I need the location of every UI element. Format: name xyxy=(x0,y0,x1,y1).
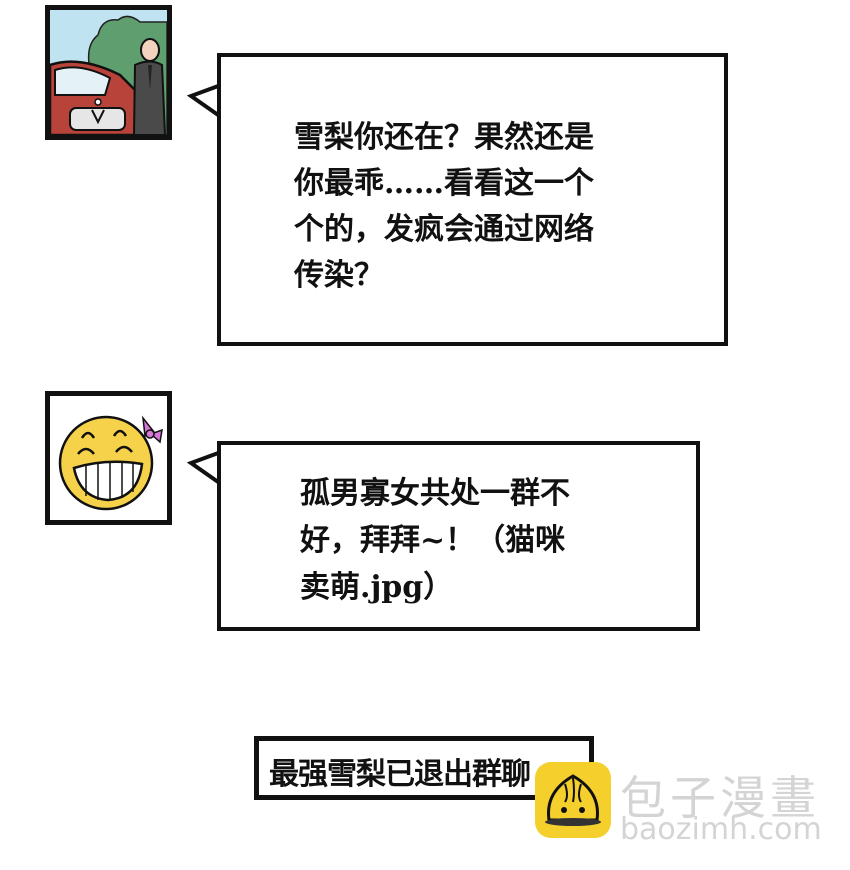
watermark-url: baozimh.com xyxy=(620,812,822,847)
avatar-smiley-girl xyxy=(45,391,172,525)
message-text-2: 孤男寡女共处一群不 好，拜拜~！（猫咪 卖萌.jpg） xyxy=(300,476,570,605)
watermark-logo-icon xyxy=(535,762,611,838)
system-notice-text: 最强雪梨已退出群聊 xyxy=(269,757,531,792)
message-text-1: 雪梨你还在？果然还是 你最乖……看看这一个 个的，发疯会通过网络 传染？ xyxy=(294,120,594,293)
avatar-man-with-car xyxy=(45,5,172,140)
smiley-face-illustration xyxy=(58,415,163,511)
chat-bubble-2: 孤男寡女共处一群不 好，拜拜~！（猫咪 卖萌.jpg） xyxy=(217,441,700,631)
bubble-tail xyxy=(187,83,223,119)
bubble-tail xyxy=(187,450,223,486)
watermark-title: 包子漫畫 xyxy=(620,771,820,825)
man-with-car-illustration xyxy=(50,10,167,135)
chat-bubble-1: 雪梨你还在？果然还是 你最乖……看看这一个 个的，发疯会通过网络 传染？ xyxy=(217,53,728,346)
